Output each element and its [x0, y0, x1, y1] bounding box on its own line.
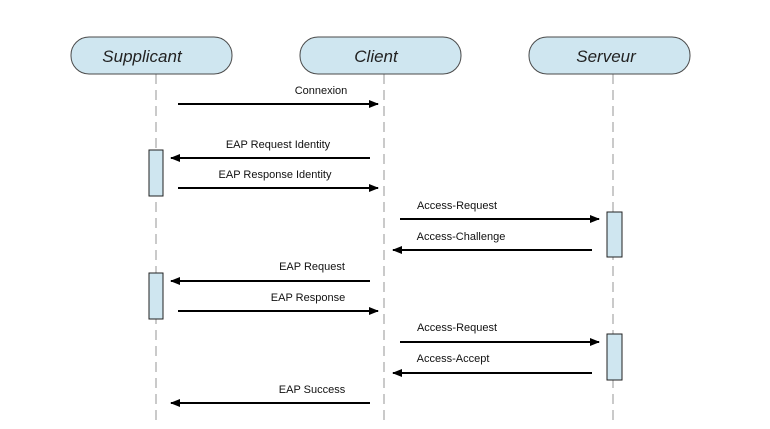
activation-serveur-2 — [606, 333, 623, 381]
message-connexion: Connexion — [178, 85, 379, 108]
message-access-challenge: Access-Challenge — [392, 231, 592, 254]
message-label: Access-Accept — [417, 353, 490, 365]
activation-serveur-1 — [606, 211, 623, 258]
message-label: EAP Success — [279, 384, 346, 396]
participant-label-supplicant: Supplicant — [102, 47, 183, 66]
message-eap-request-identity: EAP Request Identity — [170, 139, 370, 162]
message-label: Access-Request — [417, 322, 497, 334]
message-eap-success: EAP Success — [170, 384, 370, 407]
message-access-request-1: Access-Request — [400, 200, 600, 223]
activation-supplicant-1 — [148, 149, 164, 197]
message-label: EAP Request — [279, 261, 345, 273]
message-eap-response: EAP Response — [178, 292, 379, 315]
participant-client: Client — [299, 36, 462, 75]
participant-label-serveur: Serveur — [576, 47, 637, 66]
message-access-accept: Access-Accept — [392, 353, 592, 377]
activation-supplicant-2 — [148, 272, 164, 320]
participant-serveur: Serveur — [528, 36, 691, 75]
participant-label-client: Client — [354, 47, 399, 66]
participant-supplicant: Supplicant — [70, 36, 233, 75]
message-label: Access-Challenge — [417, 231, 506, 243]
message-eap-response-identity: EAP Response Identity — [178, 169, 379, 192]
message-label: EAP Response — [271, 292, 345, 304]
message-access-request-2: Access-Request — [400, 322, 600, 346]
message-label: Access-Request — [417, 200, 497, 212]
message-label: EAP Request Identity — [226, 139, 331, 151]
message-label: Connexion — [295, 85, 348, 97]
message-label: EAP Response Identity — [219, 169, 332, 181]
message-eap-request: EAP Request — [170, 261, 370, 285]
